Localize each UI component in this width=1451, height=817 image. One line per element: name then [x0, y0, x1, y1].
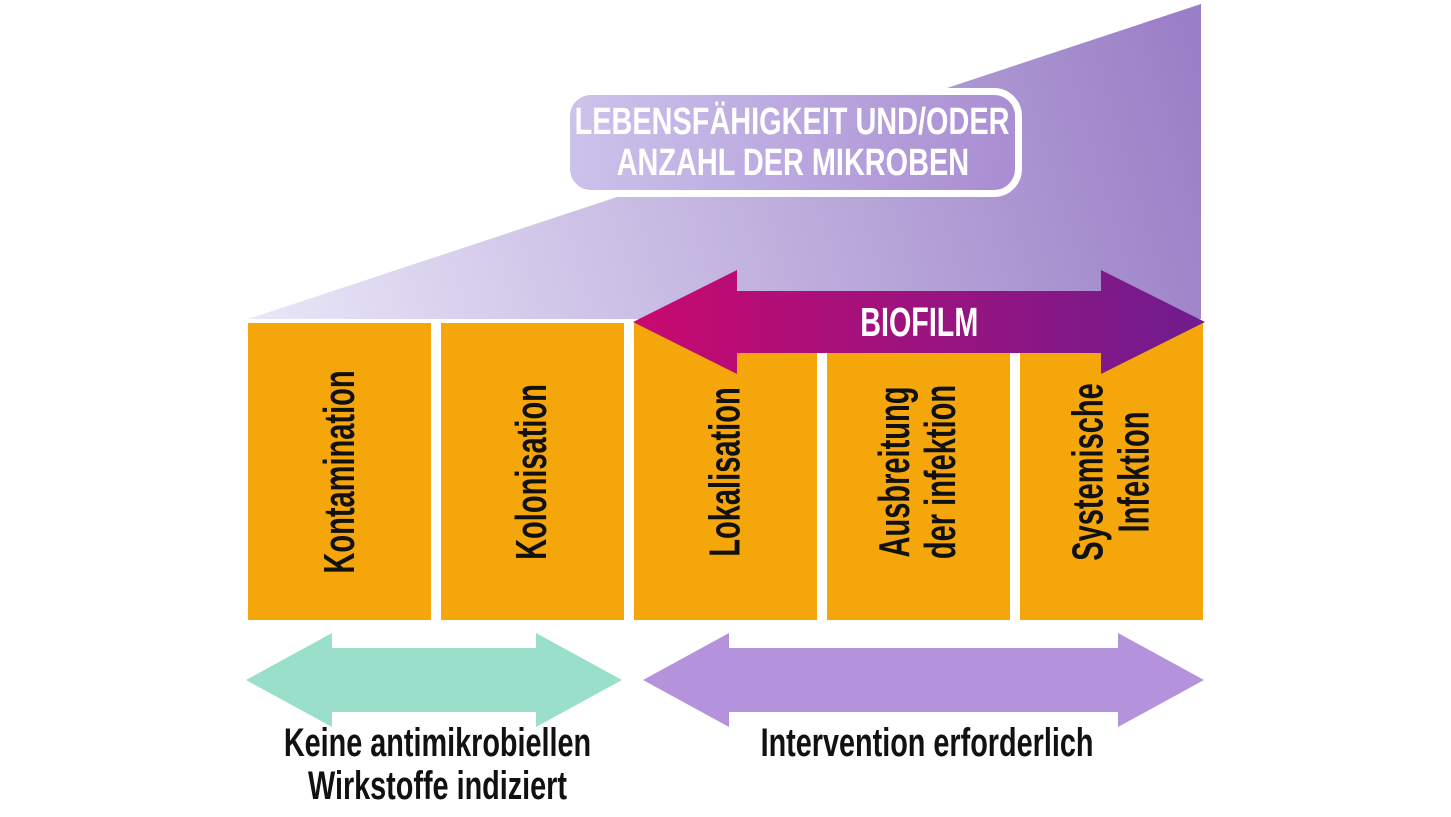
no-antimicrobials-double-arrow-icon [246, 633, 622, 727]
stage-label-line: Systemische [1063, 382, 1113, 561]
stage-label-line: der infektion [916, 384, 966, 559]
intervention-double-arrow-icon [643, 633, 1204, 727]
biofilm-label: BIOFILM [738, 292, 1101, 352]
intervention-caption-line: Intervention erforderlich [760, 721, 1094, 765]
no-antimicrobials-caption-line1: Keine antimikrobiellen [283, 721, 592, 765]
biofilm-label-text: BIOFILM [860, 298, 979, 345]
viability-label-line1: LEBENSFÄHIGKEIT UND/ODER [575, 100, 1010, 143]
stage-label: Ausbreitung der infektion [827, 323, 1010, 620]
stage-label: Systemische Infektion [1020, 323, 1203, 620]
stage-bar-ausbreitung: Ausbreitung der infektion [827, 323, 1010, 620]
viability-label-box: LEBENSFÄHIGKEIT UND/ODER ANZAHL DER MIKR… [563, 88, 1022, 197]
no-antimicrobials-caption-line2: Wirkstoffe indiziert [308, 764, 567, 808]
intervention-caption: Intervention erforderlich [743, 722, 1110, 765]
stage-label: Kolonisation [441, 323, 624, 620]
stage-label-line: Lokalisation [700, 386, 750, 557]
stage-label-line: Kontamination [314, 369, 364, 574]
stage-bar-kolonisation: Kolonisation [441, 323, 624, 620]
stage-label: Lokalisation [634, 323, 817, 620]
stage-bar-systemische-infektion: Systemische Infektion [1020, 323, 1203, 620]
stage-label-line: Kolonisation [507, 383, 557, 560]
stage-bar-kontamination: Kontamination [248, 323, 431, 620]
stage-label-line: Ausbreitung [870, 385, 920, 558]
viability-label-line2: ANZAHL DER MIKROBEN [616, 141, 969, 184]
no-antimicrobials-caption: Keine antimikrobiellen Wirkstoffe indizi… [256, 722, 620, 808]
stage-bar-lokalisation: Lokalisation [634, 323, 817, 620]
stage-label: Kontamination [248, 323, 431, 620]
stage-label-line: Infektion [1109, 411, 1159, 533]
